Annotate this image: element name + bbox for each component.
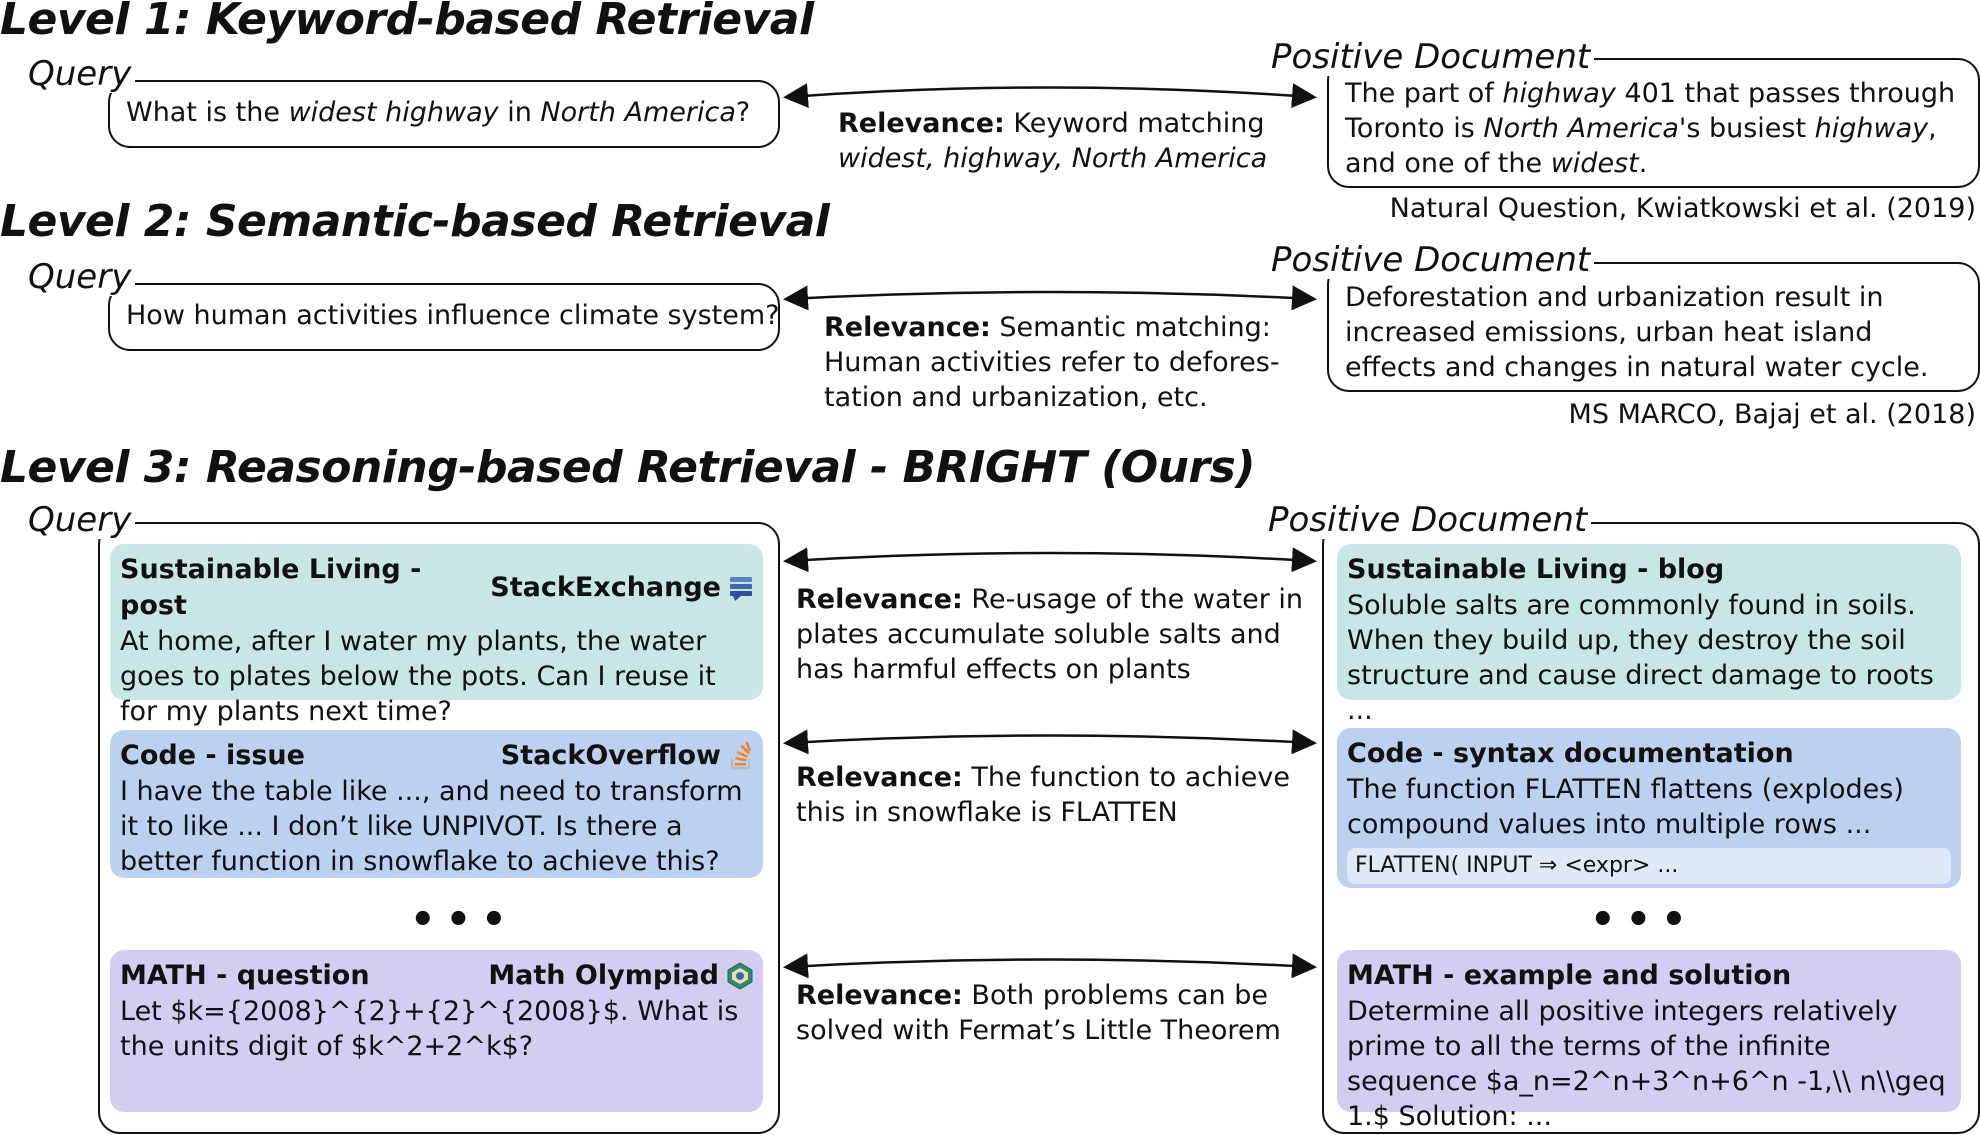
level1-query-text: What is the widest highway in North Amer… (126, 97, 751, 128)
level2-relevance: Relevance: Semantic matching: Human acti… (824, 312, 1280, 413)
level3-doc-label: Positive Document (1268, 501, 1592, 539)
level2-citation: MS MARCO, Bajaj et al. (2018) (1568, 399, 1976, 430)
query-card-source: Math Olympiad (488, 960, 719, 991)
doc-card-title: Sustainable Living - blog (1347, 554, 1725, 585)
doc-more-dots: ••• (1590, 897, 1697, 943)
arrow-level2 (783, 285, 1317, 311)
query-card-text: At home, after I water my plants, the wa… (120, 626, 716, 727)
doc-card-math[interactable]: MATH - example and solution Determine al… (1337, 950, 1961, 1132)
doc-card-title: MATH - example and solution (1347, 960, 1792, 991)
doc-card-text: Soluble salts are commonly found in soil… (1347, 590, 1934, 726)
arrow-level3-row2 (783, 729, 1317, 755)
level1-doc-box (1327, 58, 1980, 188)
doc-card-code-snippet: FLATTEN( INPUT ⇒ <expr> ... (1347, 848, 1951, 884)
level2-query-box (108, 283, 780, 351)
query-card-math[interactable]: MATH - question Math Olympiad Let $k={20… (110, 950, 763, 1112)
doc-card-title: Code - syntax documentation (1347, 738, 1794, 769)
stackoverflow-icon (730, 742, 751, 770)
query-card-title: Code - issue (120, 740, 305, 771)
level2-query-label: Query (28, 258, 136, 296)
arrow-level1 (783, 83, 1317, 109)
level3-relevance-row1: Relevance: Re-usage of the water in plat… (796, 584, 1304, 685)
query-card-source: StackOverflow (500, 740, 721, 771)
level1-doc-label: Positive Document (1271, 38, 1595, 76)
arrow-level3-row1 (783, 547, 1317, 573)
doc-card-sustainable-living[interactable]: Sustainable Living - blog Soluble salts … (1337, 544, 1961, 726)
level1-title: Level 1: Keyword-based Retrieval (0, 0, 814, 45)
doc-card-text: Determine all positive integers relative… (1347, 996, 1946, 1132)
level1-relevance: Relevance: Keyword matching widest, high… (838, 108, 1268, 174)
query-more-dots: ••• (410, 897, 517, 943)
level2-doc-text: Deforestation and urbanization result in… (1345, 282, 1929, 383)
math-olympiad-icon (727, 962, 753, 990)
doc-card-code[interactable]: Code - syntax documentation The function… (1337, 728, 1961, 888)
arrow-level3-row3 (783, 953, 1317, 979)
level1-citation: Natural Question, Kwiatkowski et al. (20… (1389, 193, 1976, 224)
level3-title: Level 3: Reasoning-based Retrieval - BRI… (0, 442, 1255, 493)
level2-doc-label: Positive Document (1271, 241, 1595, 279)
query-card-text: Let $k={2008}^{2}+{2}^{2008}$. What is t… (120, 996, 739, 1062)
level1-doc-text: The part of highway 401 that passes thro… (1345, 78, 1956, 179)
query-card-code[interactable]: Code - issue StackOverflow I have the ta… (110, 730, 763, 878)
level3-query-label: Query (28, 501, 136, 539)
query-card-sustainable-living[interactable]: Sustainable Living - post StackExchange … (110, 544, 763, 727)
level2-doc-box (1327, 262, 1980, 392)
level1-query-label: Query (28, 55, 136, 93)
stackexchange-icon (730, 577, 752, 601)
level3-relevance-row2: Relevance: The function to achieve this … (796, 762, 1290, 828)
query-card-title: MATH - question (120, 960, 370, 991)
level2-title: Level 2: Semantic-based Retrieval (0, 196, 830, 247)
level2-query-text: How human activities influence climate s… (126, 300, 780, 331)
level1-query-box (108, 80, 780, 148)
query-card-title: Sustainable Living - post (120, 554, 422, 621)
query-card-source: StackExchange (490, 572, 721, 603)
level3-relevance-row3: Relevance: Both problems can be solved w… (796, 980, 1281, 1046)
query-card-text: I have the table like ..., and need to t… (120, 776, 743, 877)
doc-card-text: The function FLATTEN flattens (explodes)… (1347, 774, 1904, 840)
